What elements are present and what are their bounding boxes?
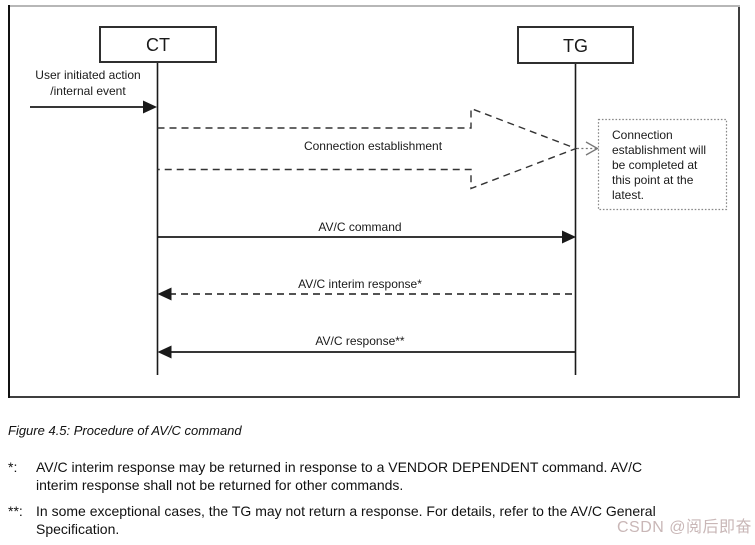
sequence-diagram: CT TG User initiated action /internal ev… bbox=[8, 5, 740, 398]
user-event-label-line2: /internal event bbox=[50, 84, 126, 98]
tg-box bbox=[517, 26, 634, 64]
footnote-interim-marker: *: bbox=[8, 459, 18, 475]
footnote-response-line-2: Specification. bbox=[36, 521, 120, 537]
avc-response-label: AV/C response** bbox=[315, 334, 404, 348]
avc-interim-arrowhead-icon bbox=[157, 287, 172, 301]
csdn-watermark: CSDN @阅后即奋 bbox=[616, 519, 752, 536]
figure-caption: Figure 4.5: Procedure of AV/C command bbox=[8, 423, 242, 438]
footnote-interim: *: AV/C interim response may be returned… bbox=[8, 458, 752, 494]
ct-label: CT bbox=[146, 35, 170, 55]
footnote-response-marker: **: bbox=[8, 503, 23, 519]
user-event-arrowhead-icon bbox=[143, 100, 157, 114]
note-connector-arrowhead-icon bbox=[585, 141, 599, 156]
footnote-interim-line-2: interim response shall not be returned f… bbox=[36, 477, 404, 493]
avc-command-label: AV/C command bbox=[318, 220, 401, 234]
tg-label: TG bbox=[563, 36, 588, 56]
footnote-response: **: In some exceptional cases, the TG ma… bbox=[8, 502, 752, 538]
connection-block-arrow bbox=[157, 107, 578, 190]
note-line-4: this point at the bbox=[612, 173, 694, 187]
note-line-5: latest. bbox=[612, 188, 644, 202]
user-event-label-line1: User initiated action bbox=[35, 68, 140, 82]
ct-box bbox=[99, 26, 217, 63]
avc-command-arrowhead-icon bbox=[562, 230, 576, 244]
footnote-interim-line-1: AV/C interim response may be returned in… bbox=[36, 459, 643, 475]
note-line-2: establishment will bbox=[612, 143, 706, 157]
avc-interim-label: AV/C interim response* bbox=[298, 277, 422, 291]
connection-label: Connection establishment bbox=[304, 139, 443, 153]
note-box bbox=[597, 118, 728, 211]
note-line-1: Connection bbox=[612, 128, 673, 142]
footnote-response-line-1: In some exceptional cases, the TG may no… bbox=[36, 503, 656, 519]
avc-response-arrowhead-icon bbox=[157, 345, 172, 359]
note-line-3: be completed at bbox=[612, 158, 698, 172]
